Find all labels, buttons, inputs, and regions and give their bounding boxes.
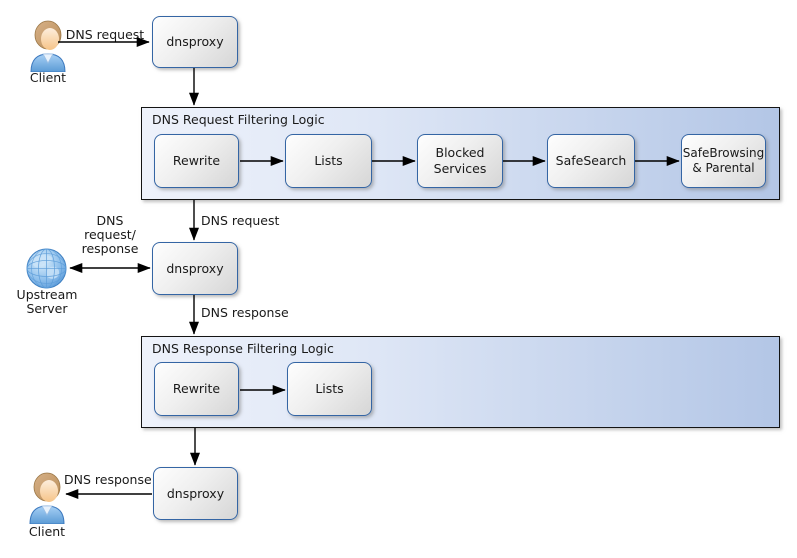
client-icon [30, 20, 66, 72]
step-blocked-services: Blocked Services [417, 134, 503, 188]
step-safesearch: SafeSearch [547, 134, 635, 188]
client-icon [29, 472, 65, 524]
dnsproxy-node-bottom: dnsproxy [153, 467, 238, 520]
client-label-top: Client [29, 70, 67, 85]
step-safebrowsing-parental: SafeBrowsing & Parental [681, 134, 766, 188]
edge-label-upstream-response: DNS response [201, 305, 289, 320]
step-rewrite-response: Rewrite [154, 362, 239, 416]
dnsproxy-node-top: dnsproxy [152, 16, 238, 68]
edge-label-client-request: DNS request [65, 27, 145, 42]
request-filtering-title: DNS Request Filtering Logic [152, 112, 325, 127]
dnsproxy-node-middle: dnsproxy [152, 242, 238, 295]
response-filtering-container: DNS Response Filtering Logic [141, 336, 780, 428]
upstream-server-label: Upstream Server [16, 287, 78, 317]
step-rewrite-request: Rewrite [154, 134, 239, 188]
edge-label-upstream-exchange: DNS request/ response [81, 213, 139, 256]
edge-label-client-response: DNS response [64, 472, 152, 487]
step-lists-request: Lists [285, 134, 372, 188]
response-filtering-title: DNS Response Filtering Logic [152, 341, 334, 356]
globe-icon [26, 248, 67, 289]
edge-label-filtered-request: DNS request [201, 213, 280, 228]
step-lists-response: Lists [287, 362, 372, 416]
client-label-bottom: Client [28, 524, 66, 539]
